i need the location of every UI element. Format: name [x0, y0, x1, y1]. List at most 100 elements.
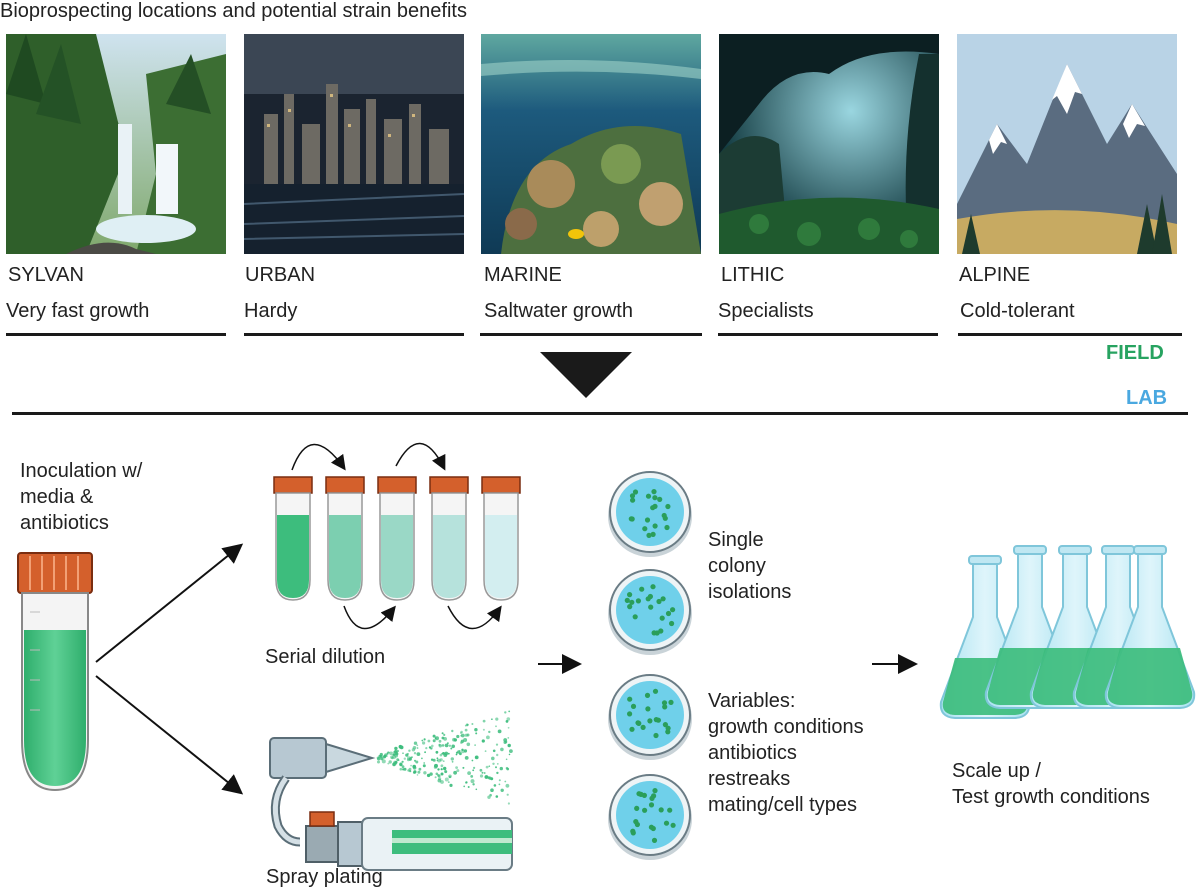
mist-droplet — [438, 739, 442, 743]
mist-droplet — [455, 753, 458, 756]
mist-droplet — [486, 735, 490, 740]
dilution-tube-4 — [429, 476, 469, 601]
mist-droplet — [488, 765, 491, 767]
mist-droplet — [465, 781, 468, 784]
mist-droplet — [425, 747, 428, 750]
mist-droplet — [426, 773, 431, 778]
mist-droplet — [459, 752, 462, 756]
spray-plating-device — [269, 737, 513, 871]
colony — [648, 802, 655, 808]
mist-droplet — [451, 760, 454, 763]
colony — [670, 607, 676, 613]
mist-droplet — [387, 762, 390, 765]
mist-droplet — [474, 744, 476, 746]
mist-droplet — [421, 739, 424, 742]
colony — [633, 819, 639, 825]
colony — [665, 725, 671, 731]
mist-droplet — [485, 765, 489, 769]
colony — [658, 807, 664, 813]
location-name-marine: MARINE — [484, 264, 562, 286]
mist-droplet — [448, 744, 452, 747]
flask-5 — [1104, 545, 1196, 709]
colony — [647, 718, 653, 724]
colony — [665, 503, 671, 510]
mist-droplet — [413, 741, 418, 745]
field-lab-divider — [12, 412, 1188, 415]
mist-droplet — [416, 752, 421, 756]
mist-droplet — [481, 739, 485, 743]
mist-droplet — [460, 733, 465, 738]
flask-culture — [1107, 648, 1193, 705]
mist-droplet — [447, 742, 449, 744]
mist-droplet — [488, 776, 492, 780]
colony — [650, 584, 656, 590]
colony — [624, 597, 630, 604]
mist-droplet — [381, 759, 386, 764]
mist-droplet — [434, 776, 437, 779]
mist-droplet — [439, 758, 443, 762]
mist-droplet — [443, 733, 446, 737]
mist-droplet — [496, 771, 499, 775]
colony — [641, 792, 648, 799]
colony — [629, 726, 635, 732]
mist-droplet — [440, 768, 443, 771]
colony — [647, 593, 654, 600]
mist-droplet — [421, 757, 423, 760]
mist-droplet — [401, 760, 404, 763]
mist-droplet — [392, 762, 396, 767]
mist-droplet — [484, 750, 487, 752]
flask-lip — [1133, 545, 1167, 555]
mist-droplet — [423, 771, 427, 775]
mist-droplet — [440, 780, 444, 784]
mist-droplet — [507, 802, 510, 805]
erlenmeyer-flasks — [939, 545, 1196, 719]
mist-droplet — [439, 753, 443, 757]
mist-droplet — [441, 732, 444, 735]
mist-droplet — [463, 785, 466, 788]
colony — [667, 807, 673, 813]
colony — [652, 688, 659, 694]
mist-droplet — [474, 728, 478, 732]
colony — [627, 604, 633, 610]
mist-droplet — [453, 738, 457, 742]
mist-droplet — [438, 777, 442, 781]
transfer-arrow-1 — [291, 443, 346, 471]
colony — [656, 598, 662, 605]
colony — [660, 596, 666, 602]
mist-droplet — [410, 764, 412, 767]
mist-droplet — [503, 740, 507, 745]
mist-droplet — [438, 743, 441, 747]
mist-droplet — [437, 774, 440, 777]
colony — [652, 495, 658, 501]
colony — [651, 837, 658, 844]
mist-droplet — [504, 711, 507, 714]
mist-droplet — [427, 739, 431, 743]
colony — [662, 722, 669, 728]
mist-droplet — [436, 759, 439, 762]
mist-droplet — [394, 746, 398, 751]
mist-droplet — [436, 757, 439, 760]
mist-droplet — [435, 750, 439, 754]
mist-droplet — [387, 751, 390, 754]
mist-droplet — [432, 734, 436, 738]
mist-droplet — [407, 756, 411, 761]
benefit-lithic: Specialists — [718, 300, 814, 322]
colony — [636, 791, 642, 797]
single-colony-label: Single colony isolations — [708, 529, 792, 603]
mist-droplet — [492, 749, 496, 753]
mist-droplet — [492, 762, 495, 765]
mist-droplet — [444, 751, 449, 756]
mist-droplet — [474, 755, 479, 760]
mist-droplet — [413, 752, 417, 755]
spray-mist — [376, 710, 513, 805]
mist-droplet — [463, 738, 468, 742]
transfer-arrow-2 — [395, 442, 446, 471]
colony — [630, 703, 637, 710]
mist-droplet — [422, 764, 426, 768]
mist-droplet — [398, 744, 403, 749]
mist-droplet — [460, 732, 462, 734]
location-name-sylvan: SYLVAN — [8, 264, 84, 286]
dilution-tube-5 — [481, 476, 521, 601]
coral-reef-photo — [481, 34, 701, 254]
mist-droplet — [384, 753, 387, 757]
